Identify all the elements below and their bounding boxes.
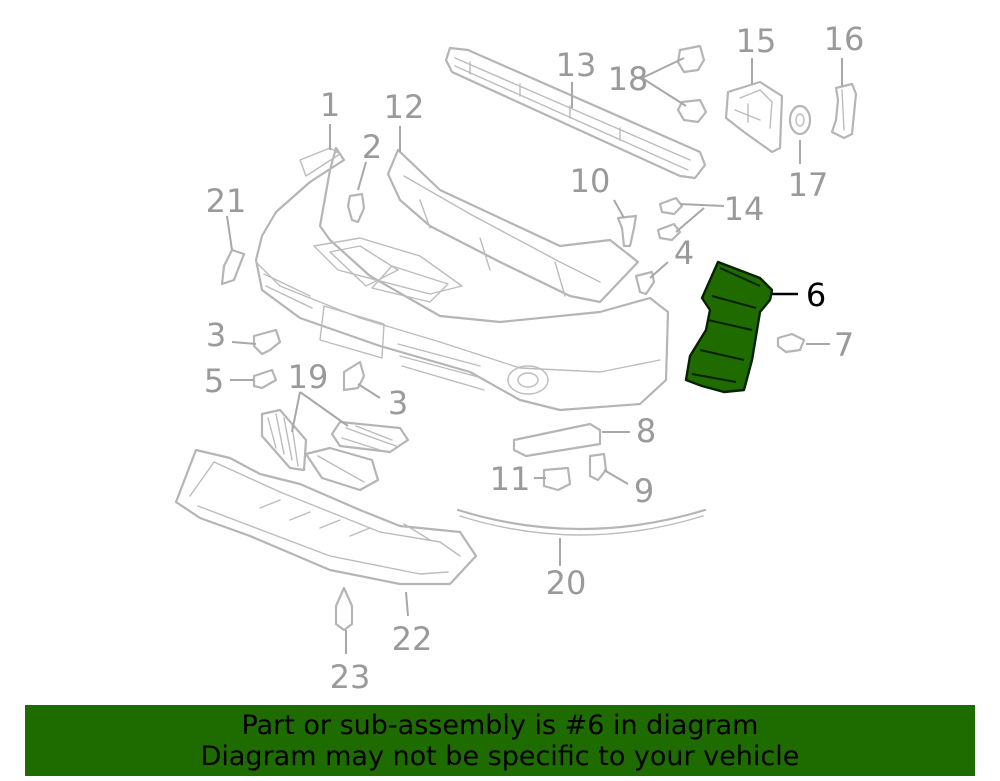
part-1-bumper-cover	[254, 146, 670, 412]
callout-8: 8	[636, 412, 656, 450]
part-12-absorber	[386, 148, 640, 304]
callout-12: 12	[384, 88, 425, 126]
callout-22: 22	[392, 620, 433, 658]
part-13-reinforcement-bar	[444, 46, 707, 180]
callout-16: 16	[824, 20, 865, 58]
callout-13: 13	[556, 46, 597, 84]
callout-20: 20	[546, 564, 587, 602]
callout-14: 14	[724, 190, 765, 228]
callout-3-center: 3	[388, 384, 408, 422]
callout-labels: 1 2 3 3 4 5 6 7 8 9 10 11 12 13 14 15 16…	[204, 20, 865, 696]
callout-17: 17	[788, 166, 829, 204]
part-16-latch	[830, 82, 858, 140]
part-3-screw-left	[252, 328, 282, 356]
parts-diagram: 1 2 3 3 4 5 6 7 8 9 10 11 12 13 14 15 16…	[174, 20, 865, 696]
part-7-clip	[776, 332, 806, 354]
leader-lines	[226, 57, 843, 654]
part-22-splash-shield	[174, 448, 478, 586]
part-21-bracket	[220, 248, 246, 286]
callout-6: 6	[806, 276, 826, 314]
part-14-clips	[656, 196, 684, 242]
callout-2: 2	[362, 128, 382, 166]
callout-9: 9	[634, 472, 654, 510]
callout-7: 7	[834, 326, 854, 364]
part-5-screw	[252, 368, 278, 390]
callout-4: 4	[674, 234, 694, 272]
part-6-highlighted	[684, 260, 774, 394]
part-20-molding	[456, 508, 707, 536]
callout-19: 19	[288, 358, 329, 396]
callout-11: 11	[490, 460, 531, 498]
callout-23: 23	[330, 658, 371, 696]
part-10-bolt	[616, 214, 638, 248]
info-banner: Part or sub-assembly is #6 in diagram Di…	[25, 705, 975, 776]
callout-21: 21	[206, 182, 247, 220]
banner-line-disclaimer: Diagram may not be specific to your vehi…	[200, 740, 800, 772]
callout-18: 18	[608, 60, 649, 98]
part-2-pin	[346, 192, 366, 224]
part-11-nut	[542, 466, 572, 492]
part-19-grilles	[260, 408, 410, 492]
part-3-clip-center	[342, 360, 366, 392]
part-23-push-pin	[334, 586, 354, 632]
callout-1: 1	[320, 86, 340, 124]
banner-line-part-number: Part or sub-assembly is #6 in diagram	[241, 709, 759, 741]
callout-3-left: 3	[206, 316, 226, 354]
part-18-bump-stops	[676, 44, 708, 124]
part-9-bolt	[588, 452, 608, 482]
callout-10: 10	[570, 162, 611, 200]
part-8-bracket	[512, 422, 602, 458]
callout-15: 15	[736, 22, 777, 60]
part-15-bracket	[724, 80, 784, 154]
part-4-clip	[634, 270, 656, 296]
callout-5: 5	[204, 362, 224, 400]
part-17-washer	[788, 104, 812, 136]
